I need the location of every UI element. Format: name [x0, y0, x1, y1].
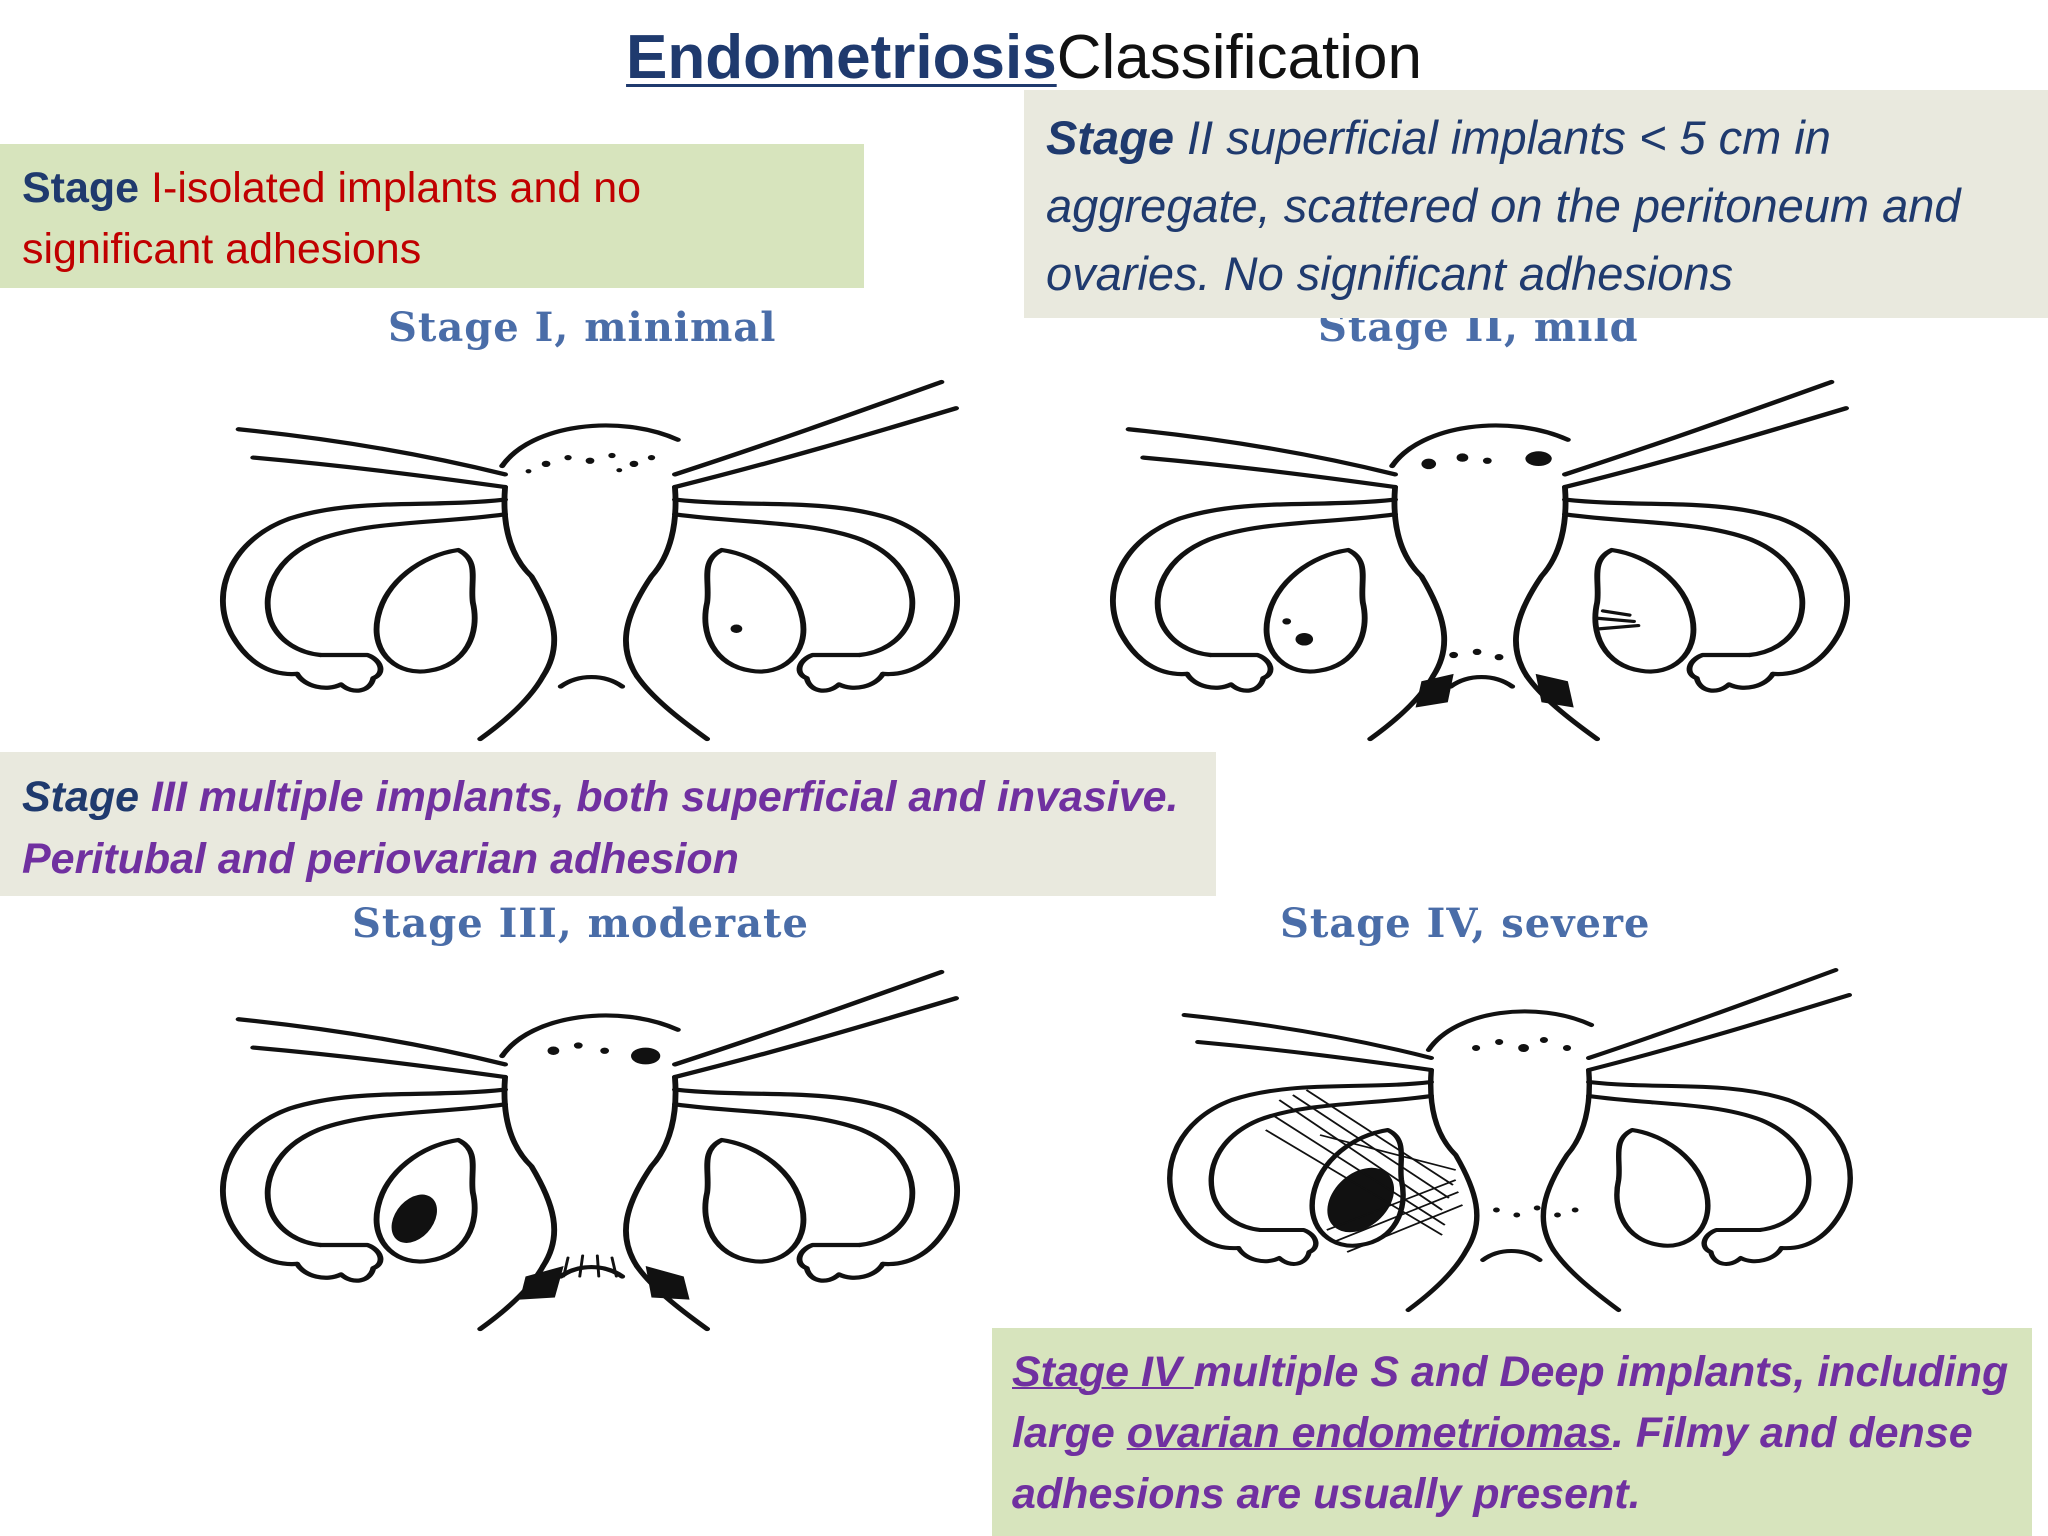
stage-1-text: I-isolated implants and no significant a… [22, 164, 642, 273]
page-title: EndometriosisClassification [0, 22, 2048, 94]
stage-3-text: III multiple implants, both superficial … [22, 773, 1179, 883]
stage-2-label: Stage [1046, 111, 1174, 164]
stage-4-term: ovarian endometriomas [1126, 1409, 1612, 1457]
stage-2-text: II superficial implants < 5 cm in aggreg… [1046, 111, 1961, 300]
stage-4-description: Stage IV multiple S and Deep implants, i… [992, 1328, 2032, 1536]
title-rest: Classification [1056, 23, 1422, 92]
stage-3-label: Stage [22, 773, 140, 821]
stage-3-description: Stage III multiple implants, both superf… [0, 752, 1216, 896]
caption-stage-3: Stage III, moderate [352, 900, 809, 947]
caption-stage-4: Stage IV, severe [1280, 900, 1651, 947]
diagram-stage-4 [1130, 930, 1890, 1330]
caption-stage-1: Stage I, minimal [388, 304, 777, 351]
diagram-stage-2 [1070, 340, 1890, 760]
stage-4-text-a: multiple S and Deep implants, including … [1012, 1348, 2009, 1457]
title-bold: Endometriosis [626, 23, 1057, 92]
stage-1-label: Stage [22, 164, 140, 212]
stage-2-description: Stage II superficial implants < 5 cm in … [1024, 90, 2048, 318]
stage-4-text-b: . Filmy and dense adhesions are usually … [1012, 1409, 1973, 1518]
stage-1-description: Stage I-isolated implants and no signifi… [0, 144, 864, 288]
stage-4-label: Stage IV [1012, 1348, 1194, 1396]
diagram-stage-3 [180, 930, 1000, 1350]
diagram-stage-1 [180, 340, 1000, 760]
